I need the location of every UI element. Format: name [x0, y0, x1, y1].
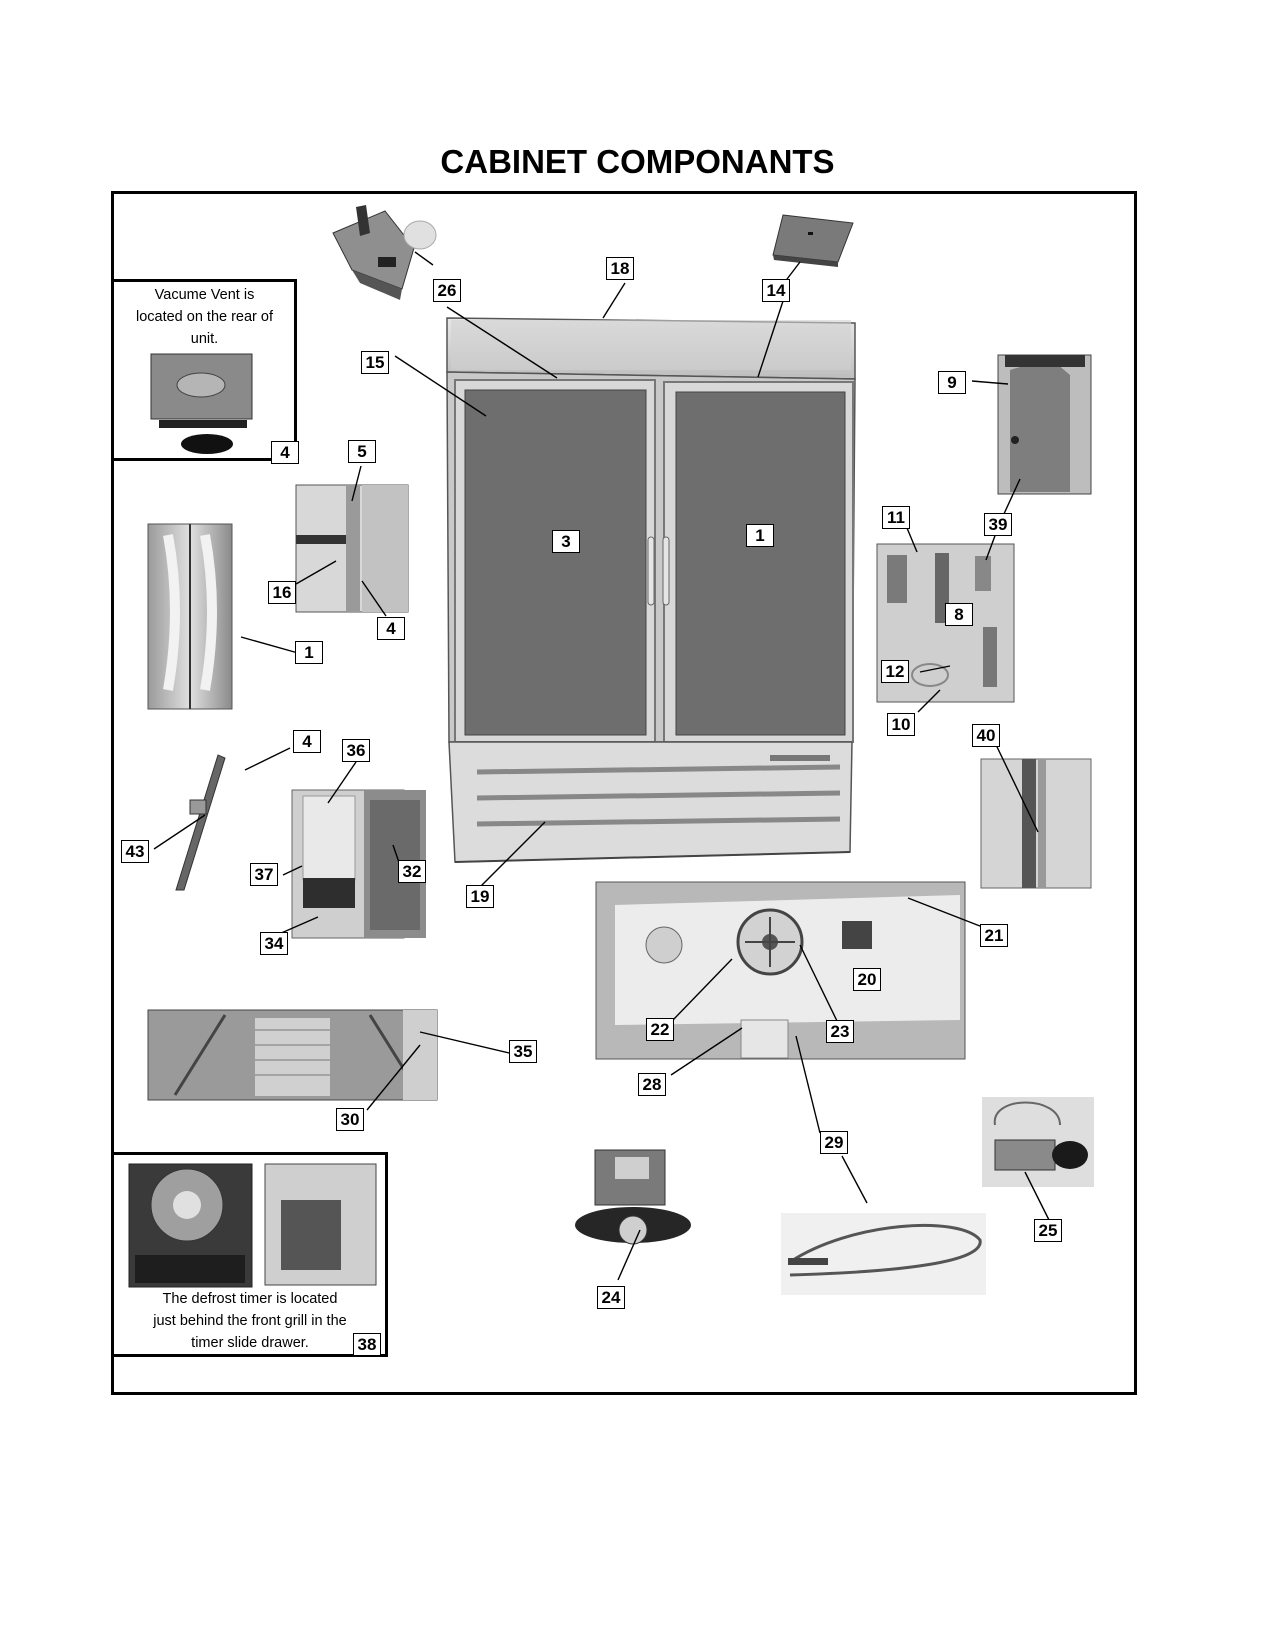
callout-30: 30 — [336, 1108, 364, 1131]
cabinet-photo — [446, 317, 856, 863]
callout-1-handle: 1 — [295, 641, 323, 664]
callout-23: 23 — [826, 1020, 854, 1043]
part-36-photo — [291, 789, 426, 939]
callout-20: 20 — [853, 968, 881, 991]
callout-18: 18 — [606, 257, 634, 280]
part-26-photo — [332, 205, 437, 300]
defrost-timer-photo — [128, 1163, 377, 1288]
callout-5: 5 — [348, 440, 376, 463]
callout-3: 3 — [552, 530, 580, 553]
callout-12: 12 — [881, 660, 909, 683]
handles-photo — [147, 523, 233, 710]
callout-38: 38 — [353, 1333, 381, 1356]
callout-21: 21 — [980, 924, 1008, 947]
page-title: CABINET COMPONANTS — [440, 143, 835, 180]
part-43-photo — [175, 754, 226, 891]
part-25-photo — [982, 1097, 1094, 1187]
callout-10: 10 — [887, 713, 915, 736]
callout-9: 9 — [938, 371, 966, 394]
callout-37: 37 — [250, 863, 278, 886]
callout-4-gasket: 4 — [377, 617, 405, 640]
callout-22: 22 — [646, 1018, 674, 1041]
part-9-photo — [997, 354, 1092, 495]
callout-32: 32 — [398, 860, 426, 883]
callout-4-bracket: 4 — [293, 730, 321, 753]
diagram-frame — [111, 191, 1137, 1395]
callout-4: 4 — [271, 441, 299, 464]
callout-40: 40 — [972, 724, 1000, 747]
part-35-photo — [147, 1009, 438, 1101]
callout-11: 11 — [882, 506, 910, 529]
vacuum-vent-photo — [150, 353, 253, 454]
callout-43: 43 — [121, 840, 149, 863]
part-14-photo — [772, 214, 854, 267]
part-24-photo — [574, 1144, 691, 1253]
callout-36: 36 — [342, 739, 370, 762]
callout-14: 14 — [762, 279, 790, 302]
defrost-timer-note-text: The defrost timer is located just behind… — [153, 1291, 347, 1351]
callout-24: 24 — [597, 1286, 625, 1309]
callout-29: 29 — [820, 1131, 848, 1154]
callout-25: 25 — [1034, 1219, 1062, 1242]
callout-16: 16 — [268, 581, 296, 604]
callout-39: 39 — [984, 513, 1012, 536]
callout-19: 19 — [466, 885, 494, 908]
callout-8: 8 — [945, 603, 973, 626]
callout-26: 26 — [433, 279, 461, 302]
part-29-photo — [781, 1213, 986, 1295]
callout-28: 28 — [638, 1073, 666, 1096]
callout-15: 15 — [361, 351, 389, 374]
callout-35: 35 — [509, 1040, 537, 1063]
part-5-photo — [295, 484, 409, 613]
vacuum-vent-note-text: Vacume Vent is located on the rear of un… — [135, 287, 274, 347]
callout-34: 34 — [260, 932, 288, 955]
part-40-photo — [980, 758, 1092, 889]
callout-1-door: 1 — [746, 524, 774, 547]
